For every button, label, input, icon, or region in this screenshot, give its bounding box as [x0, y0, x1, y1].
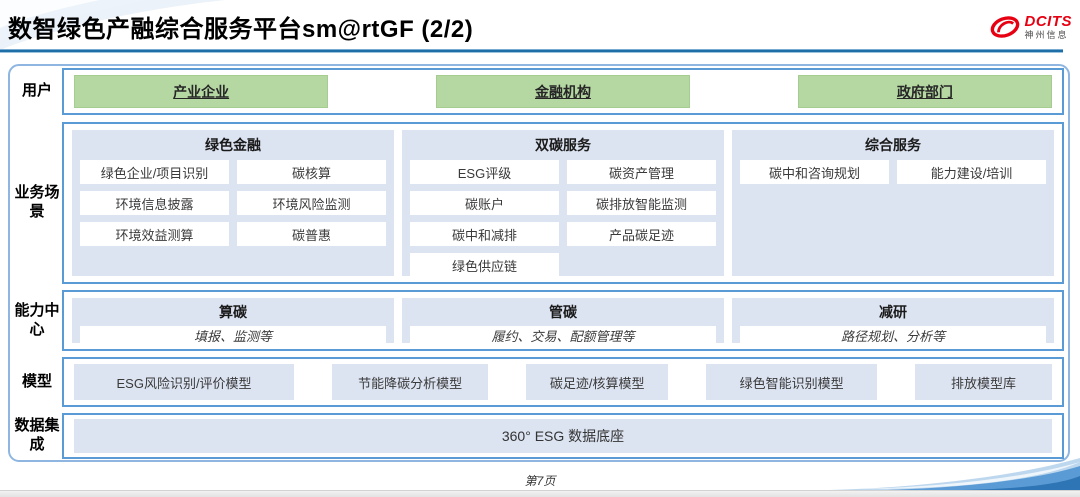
top-left-swoosh-decoration — [0, 0, 225, 50]
capability-title: 管碳 — [549, 304, 577, 320]
capability-detail: 履约、交易、配额管理等 — [410, 326, 716, 345]
scenario-item: 产品碳足迹 — [567, 222, 716, 246]
models-row-label: 模型 — [21, 372, 52, 390]
model-item: 排放模型库 — [915, 364, 1052, 400]
scenario-item: 环境效益测算 — [80, 222, 229, 246]
logo-brand-text: DCITS — [1024, 13, 1072, 30]
scenario-item: 绿色企业/项目识别 — [80, 160, 229, 184]
data-integration-row-label: 数据集成 — [14, 417, 60, 453]
model-item: 绿色智能识别模型 — [706, 364, 878, 400]
scenario-item: 碳核算 — [237, 160, 386, 184]
scenario-item: 环境风险监测 — [237, 191, 386, 215]
scenario-column-title: 绿色金融 — [205, 137, 261, 153]
users-row-box: 产业企业 金融机构 政府部门 — [62, 68, 1064, 115]
scenario-column-title: 综合服务 — [865, 137, 921, 153]
bottom-strip-decoration — [0, 490, 1080, 497]
capability-manage-carbon: 管碳 履约、交易、配额管理等 — [402, 298, 724, 345]
logo-text: DCITS 神州信息 — [1025, 14, 1073, 40]
scenario-item: 环境信息披露 — [80, 191, 229, 215]
title-underline — [0, 49, 1063, 53]
model-item: ESG风险识别/评价模型 — [74, 364, 295, 400]
scenario-item: 绿色供应链 — [410, 253, 559, 277]
models-row: 模型 ESG风险识别/评价模型 节能降碳分析模型 碳足迹/核算模型 绿色智能识别… — [12, 357, 1064, 407]
dcits-swirl-icon — [990, 16, 1019, 38]
capability-detail: 路径规划、分析等 — [740, 326, 1046, 345]
logo-subbrand-text: 神州信息 — [1024, 30, 1069, 40]
capability-calc-carbon: 算碳 填报、监测等 — [72, 298, 394, 345]
capability-reduce-research: 减研 路径规划、分析等 — [732, 298, 1054, 345]
scenario-item: 碳中和咨询规划 — [740, 160, 889, 184]
user-group-finance: 金融机构 — [435, 75, 691, 108]
page-title: 数智绿色产融综合服务平台sm@rtGF (2/2) — [8, 16, 474, 43]
scenario-item: 碳资产管理 — [567, 160, 716, 184]
model-item: 节能降碳分析模型 — [331, 364, 489, 400]
data-integration-row: 数据集成 360° ESG 数据底座 — [12, 413, 1064, 459]
data-foundation-item: 360° ESG 数据底座 — [74, 419, 1052, 453]
capabilities-row-box: 算碳 填报、监测等 管碳 履约、交易、配额管理等 减研 路径规划、分析等 — [62, 290, 1064, 351]
page-number: 第7页 — [524, 474, 556, 488]
scenario-column-title: 双碳服务 — [535, 137, 591, 153]
capabilities-row: 能力中心 算碳 填报、监测等 管碳 履约、交易、配额管理等 减研 路径规划、分析… — [12, 290, 1064, 351]
architecture-frame: 用户 产业企业 金融机构 政府部门 业务场景 绿色金融 绿色企业/项目识别 碳核… — [8, 64, 1070, 462]
scenario-item: 碳中和减排 — [410, 222, 559, 246]
scenario-items-grid: ESG评级 碳资产管理 碳账户 碳排放智能监测 碳中和减排 产品碳足迹 绿色供应… — [402, 158, 724, 285]
scenario-item: ESG评级 — [410, 160, 559, 184]
users-row-label: 用户 — [21, 82, 52, 100]
scenario-item: 碳排放智能监测 — [567, 191, 716, 215]
user-group-government: 政府部门 — [797, 75, 1052, 108]
scenario-column-green-finance: 绿色金融 绿色企业/项目识别 碳核算 环境信息披露 环境风险监测 环境效益测算 … — [72, 130, 394, 276]
scenario-items-grid: 绿色企业/项目识别 碳核算 环境信息披露 环境风险监测 环境效益测算 碳普惠 — [72, 158, 394, 254]
users-row: 用户 产业企业 金融机构 政府部门 — [12, 68, 1064, 115]
data-integration-row-box: 360° ESG 数据底座 — [62, 413, 1064, 459]
model-item: 碳足迹/核算模型 — [526, 364, 669, 400]
models-row-box: ESG风险识别/评价模型 节能降碳分析模型 碳足迹/核算模型 绿色智能识别模型 … — [62, 357, 1064, 407]
capability-detail: 填报、监测等 — [80, 326, 386, 345]
scenario-items-grid: 碳中和咨询规划 能力建设/培训 — [732, 158, 1054, 192]
scenario-column-comprehensive: 综合服务 碳中和咨询规划 能力建设/培训 — [732, 130, 1054, 276]
scenarios-row: 业务场景 绿色金融 绿色企业/项目识别 碳核算 环境信息披露 环境风险监测 环境… — [12, 122, 1064, 284]
capability-title: 减研 — [879, 304, 907, 320]
capabilities-row-label: 能力中心 — [14, 301, 60, 338]
scenario-column-dual-carbon: 双碳服务 ESG评级 碳资产管理 碳账户 碳排放智能监测 碳中和减排 产品碳足迹… — [402, 130, 724, 277]
capability-title: 算碳 — [219, 304, 247, 320]
user-group-industry: 产业企业 — [74, 75, 329, 108]
scenarios-row-label: 业务场景 — [14, 184, 60, 220]
bottom-right-swoosh-decoration — [830, 458, 1080, 490]
dcits-logo: DCITS 神州信息 — [988, 13, 1073, 41]
scenarios-row-box: 绿色金融 绿色企业/项目识别 碳核算 环境信息披露 环境风险监测 环境效益测算 … — [62, 122, 1064, 284]
scenario-item: 碳普惠 — [237, 222, 386, 246]
scenario-item: 碳账户 — [410, 191, 559, 215]
scenario-item: 能力建设/培训 — [897, 160, 1046, 184]
